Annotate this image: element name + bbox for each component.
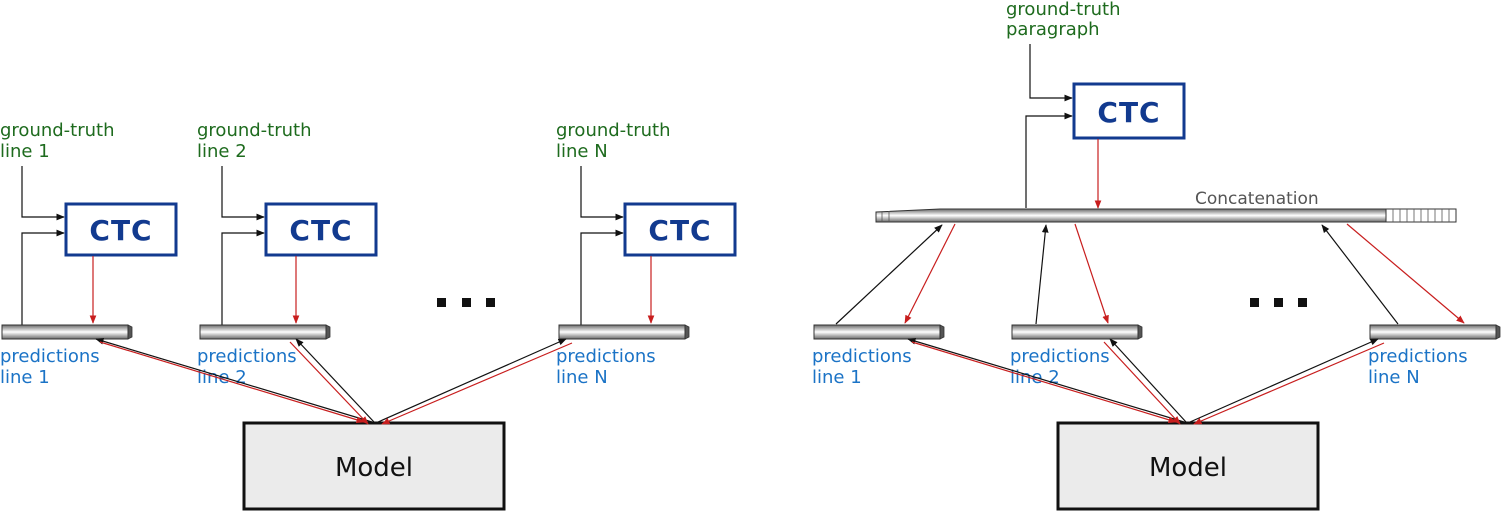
- right-pred-1: predictions line 1: [812, 324, 945, 388]
- left-pred-2-title: predictions: [197, 346, 297, 367]
- right-pred-1-title: predictions: [812, 346, 912, 367]
- right-pred-n-title: predictions: [1368, 346, 1468, 367]
- left-ellipsis: [437, 298, 495, 307]
- right-concat-label: Concatenation: [1195, 189, 1319, 209]
- left-pred-n-title: predictions: [556, 346, 656, 367]
- left-pred-1-bar: [1, 324, 133, 340]
- left-ctc-2-label: CTC: [289, 214, 352, 247]
- left-gt-2-title: ground-truth: [197, 120, 312, 141]
- left-gt-1-title: ground-truth: [0, 120, 115, 141]
- left-gt-n-sub: line N: [556, 141, 608, 162]
- left-ctc-1-box: [64, 202, 178, 257]
- left-ctc-n-label: CTC: [648, 214, 711, 247]
- right-ctc-label: CTC: [1097, 96, 1160, 129]
- left-ctc-1-label: CTC: [89, 214, 152, 247]
- right-pred-2-title: predictions: [1010, 346, 1110, 367]
- left-group-n: ground-truth line N CTC predictions line…: [556, 120, 737, 388]
- left-panel: Model ground-truth line 1 CTC prediction…: [0, 120, 737, 511]
- right-pred-2: predictions line 2: [1010, 324, 1143, 388]
- left-gt-n-arrow: [580, 166, 624, 221]
- right-pred-n-sub: line N: [1368, 367, 1420, 388]
- right-pred-1-bar: [813, 324, 945, 340]
- left-ctc-n-box: [623, 202, 737, 257]
- left-pred-2-sub: line 2: [197, 367, 247, 388]
- left-pred-n-bar: [558, 324, 690, 340]
- left-pred-n-sub: line N: [556, 367, 608, 388]
- left-gt-2-arrow: [221, 166, 265, 221]
- left-pred-n-to-ctc-arrow: [580, 229, 624, 325]
- left-gt-2-sub: line 2: [197, 141, 247, 162]
- left-model-label: Model: [335, 453, 413, 483]
- left-pred-2-to-ctc-arrow: [221, 229, 265, 325]
- right-concat-to-ctc-arrow: [1025, 112, 1073, 208]
- right-concat-arrows: [835, 223, 1465, 325]
- right-gt-title: ground-truth: [1006, 0, 1121, 20]
- left-pred-2-bar: [199, 324, 331, 340]
- right-pred-2-bar: [1011, 324, 1143, 340]
- right-model: Model: [1056, 421, 1320, 511]
- right-pred-n-bar: [1369, 324, 1501, 340]
- right-model-label: Model: [1149, 453, 1227, 483]
- right-ctc-box: [1072, 82, 1186, 140]
- left-pred-1-to-ctc-arrow: [21, 229, 65, 325]
- right-ellipsis: [1250, 298, 1307, 307]
- left-group-1: ground-truth line 1 CTC predictions line…: [0, 120, 178, 388]
- left-gt-n-title: ground-truth: [556, 120, 671, 141]
- left-model: Model: [242, 421, 506, 511]
- left-gt-1-sub: line 1: [0, 141, 50, 162]
- right-model-arrows: [907, 337, 1385, 425]
- right-gt-arrow: [1029, 44, 1073, 102]
- right-concat-bar: [875, 208, 1457, 223]
- right-panel: Model ground-truth paragraph CTC: [812, 0, 1501, 511]
- left-group-2: ground-truth line 2 CTC predictions line…: [197, 120, 378, 388]
- left-pred-1-sub: line 1: [0, 367, 50, 388]
- left-pred-1-title: predictions: [0, 346, 100, 367]
- right-pred-1-sub: line 1: [812, 367, 862, 388]
- left-gt-1-arrow: [21, 166, 65, 221]
- left-model-arrows: [95, 337, 573, 425]
- right-gt-sub: paragraph: [1006, 19, 1100, 40]
- right-pred-n: predictions line N: [1368, 324, 1501, 388]
- left-ctc-2-box: [264, 202, 378, 257]
